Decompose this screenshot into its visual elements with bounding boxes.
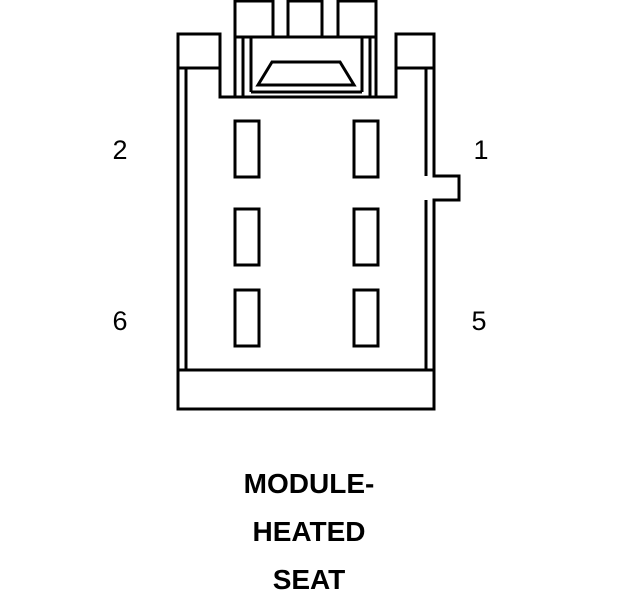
- latch-tab-center: [286, 0, 324, 39]
- latch-tab-left: [233, 0, 275, 39]
- cavity-pin-6: [233, 288, 261, 348]
- title-line-3: SEAT: [273, 564, 346, 595]
- pin-label-1: 1: [473, 135, 488, 165]
- top-latch: [233, 0, 378, 97]
- pin-label-6: 6: [112, 306, 127, 336]
- title-line-2: HEATED: [252, 516, 365, 547]
- cavity-pin-4: [233, 207, 261, 267]
- latch-tab-right: [336, 0, 378, 39]
- terminal-cavities: [233, 119, 380, 348]
- cavity-pin-1: [352, 119, 380, 179]
- connector-housing: [176, 0, 461, 411]
- housing-outline: [176, 32, 461, 411]
- pin-label-5: 5: [471, 306, 486, 336]
- cavity-pin-3: [352, 207, 380, 267]
- cavity-pin-5: [352, 288, 380, 348]
- connector-title: MODULE- HEATED SEAT: [244, 468, 375, 595]
- title-line-1: MODULE-: [244, 468, 375, 499]
- pin-label-2: 2: [112, 135, 127, 165]
- latch-ramp: [255, 60, 357, 87]
- cavity-pin-2: [233, 119, 261, 179]
